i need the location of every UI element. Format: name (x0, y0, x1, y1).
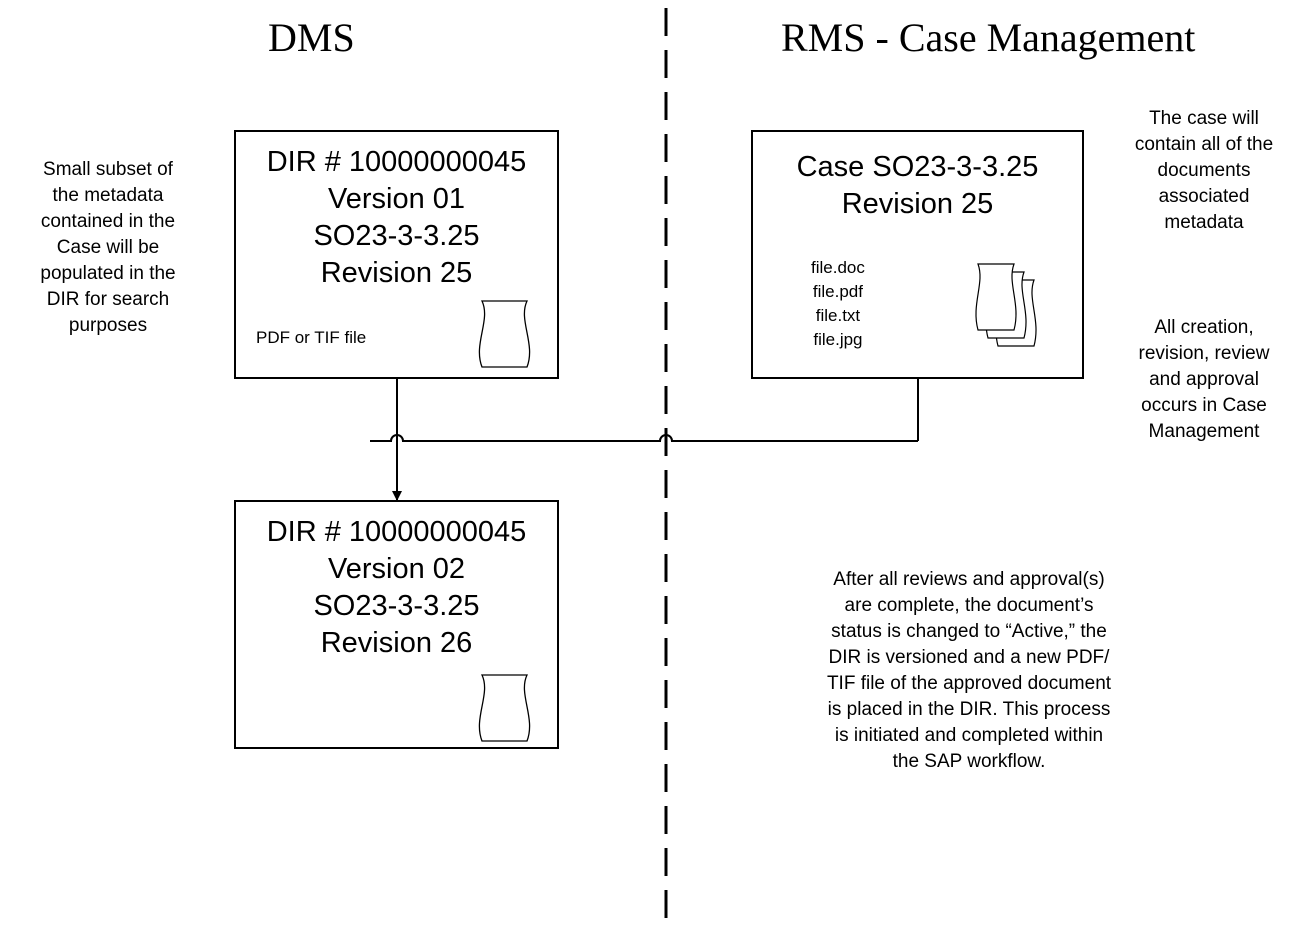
approval-process-note: After all reviews and approval(s) are co… (786, 567, 1152, 775)
note-line: Case will be (56, 237, 160, 258)
procedure-label: SO23-3-3.25 (313, 220, 480, 252)
note-line: revision, review (1138, 343, 1270, 364)
note-line: the metadata (52, 185, 164, 206)
dir-version-02-box: DIR # 10000000045 Version 02 SO23-3-3.25… (234, 500, 559, 749)
note-line: the SAP workflow. (892, 751, 1046, 772)
multiple-documents-icon (975, 263, 1037, 347)
dir-number-label: DIR # 10000000045 (266, 146, 527, 178)
note-line: DIR for search (46, 289, 170, 310)
note-line: associated (1158, 186, 1250, 207)
case-title: Case SO23-3-3.25 Revision 25 (753, 149, 1082, 223)
note-line: TIF file of the approved document (826, 673, 1112, 694)
note-line: DIR is versioned and a new PDF/ (828, 647, 1110, 668)
version-label: Version 01 (327, 183, 466, 215)
horizontal-connector-line (370, 434, 918, 442)
note-line: populated in the (40, 263, 176, 284)
creation-process-note: All creation, revision, review and appro… (1112, 315, 1296, 445)
procedure-label: SO23-3-3.25 (313, 590, 480, 622)
rms-case-management-heading: RMS - Case Management (781, 15, 1196, 60)
file-type-label: PDF or TIF file (256, 328, 367, 347)
note-line: After all reviews and approval(s) (833, 569, 1105, 590)
note-line: is placed in the DIR. This process (827, 699, 1111, 720)
dir-version-02-title: DIR # 10000000045 Version 02 SO23-3-3.25… (236, 514, 557, 662)
document-icon (478, 674, 531, 742)
case-box: Case SO23-3-3.25 Revision 25 file.doc fi… (751, 130, 1084, 379)
case-file-list: file.doc file.pdf file.txt file.jpg (811, 256, 865, 352)
document-icon (478, 300, 531, 368)
note-line: Small subset of (43, 159, 173, 180)
version-label: Version 02 (327, 553, 466, 585)
revision-label: Revision 26 (320, 627, 473, 659)
note-line: contain all of the (1134, 134, 1274, 155)
note-line: occurs in Case (1141, 395, 1267, 416)
case-contents-note: The case will contain all of the documen… (1112, 106, 1296, 236)
dms-heading: DMS (268, 15, 355, 60)
note-line: purposes (68, 315, 148, 336)
dir-version-01-title: DIR # 10000000045 Version 01 SO23-3-3.25… (236, 144, 557, 292)
file-jpg-label: file.jpg (813, 330, 863, 349)
dir-version-01-box: DIR # 10000000045 Version 01 SO23-3-3.25… (234, 130, 559, 379)
dir-number-label: DIR # 10000000045 (266, 516, 527, 548)
note-line: and approval (1149, 369, 1259, 390)
note-line: is initiated and completed within (834, 725, 1104, 746)
metadata-subset-note: Small subset of the metadata contained i… (10, 157, 206, 339)
note-line: are complete, the document’s (844, 595, 1094, 616)
case-number-label: Case SO23-3-3.25 (796, 151, 1039, 183)
note-line: metadata (1164, 212, 1244, 233)
note-line: Management (1148, 421, 1260, 442)
file-txt-label: file.txt (815, 306, 861, 325)
note-line: All creation, (1154, 317, 1254, 338)
revision-label: Revision 25 (320, 257, 473, 289)
note-line: contained in the (40, 211, 176, 232)
file-pdf-label: file.pdf (812, 282, 863, 301)
file-doc-label: file.doc (811, 258, 865, 277)
note-line: documents (1157, 160, 1251, 181)
note-line: status is changed to “Active,” the (831, 621, 1107, 642)
note-line: The case will (1149, 108, 1259, 129)
case-revision-label: Revision 25 (841, 188, 994, 220)
